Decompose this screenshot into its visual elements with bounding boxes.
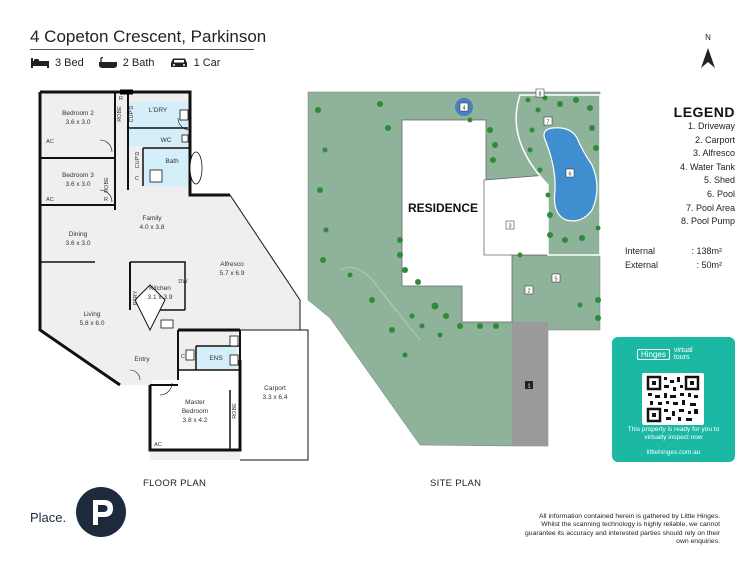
legend-item: 7. Pool Area bbox=[685, 202, 735, 213]
label-dishwasher: DW bbox=[178, 279, 188, 285]
disclaimer: All information contained herein is gath… bbox=[525, 513, 720, 546]
label-ac-1: AC bbox=[46, 139, 54, 145]
virtual-tour-brand-sub: virtual tours bbox=[674, 347, 693, 361]
label-ac-3: AC bbox=[154, 442, 162, 448]
marker-3: 3 bbox=[508, 224, 511, 230]
agency-logo-icon bbox=[76, 487, 126, 537]
room-alfresco-size: 5.7 x 6.9 bbox=[220, 270, 245, 277]
bed-icon bbox=[31, 58, 49, 68]
property-features: 3 Bed 2 Bath 1 Car bbox=[30, 57, 220, 69]
legend-item: 1. Driveway bbox=[687, 121, 735, 131]
room-dining-size: 3.6 x 3.0 bbox=[66, 240, 91, 247]
virtual-tour-brand-sub-2: tours bbox=[673, 354, 690, 361]
area-internal: Internal : 138m² bbox=[625, 244, 722, 258]
virtual-tour-card[interactable]: Hinges virtual tours bbox=[612, 337, 735, 462]
label-c-1: C bbox=[135, 176, 139, 182]
area-internal-label: Internal bbox=[625, 246, 656, 256]
label-robe-1: ROBE bbox=[117, 106, 123, 122]
label-cupd-1: CUP'D bbox=[129, 106, 135, 123]
marker-8: 8 bbox=[538, 92, 541, 98]
legend-item: 6. Pool bbox=[706, 188, 735, 199]
room-ens: ENS bbox=[209, 355, 223, 362]
room-master-line1: Master bbox=[185, 399, 206, 406]
feature-bath: 2 Bath bbox=[98, 57, 155, 69]
feature-bed: 3 Bed bbox=[30, 57, 84, 69]
room-dining-name: Dining bbox=[69, 231, 88, 238]
floor-plan bbox=[38, 89, 309, 461]
feature-bath-label: 2 Bath bbox=[122, 57, 155, 69]
feature-bed-label: 3 Bed bbox=[55, 57, 84, 69]
floor-plan-labels: Bedroom 2 3.6 x 3.0 Bedroom 3 3.6 x 3.0 … bbox=[46, 96, 288, 448]
label-cupd-2: CUP'D bbox=[135, 152, 141, 169]
room-bedroom-3-name: Bedroom 3 bbox=[62, 172, 94, 179]
room-master-size: 3.8 x 4.2 bbox=[183, 417, 208, 424]
room-bedroom-3-size: 3.6 x 3.0 bbox=[66, 181, 91, 188]
room-living-name: Living bbox=[84, 311, 101, 318]
room-wc: WC bbox=[161, 137, 172, 144]
site-residence-label: RESIDENCE bbox=[408, 201, 478, 215]
property-address: 4 Copeton Crescent, Parkinson bbox=[30, 27, 267, 46]
label-ac-2: AC bbox=[46, 197, 54, 203]
virtual-tour-brand-sub-1: virtual bbox=[673, 347, 693, 354]
label-r-1: R bbox=[119, 96, 123, 102]
label-pantry: PTRY bbox=[133, 290, 139, 305]
area-external-value: : 50m² bbox=[696, 260, 722, 270]
room-family-name: Family bbox=[142, 215, 162, 222]
room-kitchen-size: 3.1 x 3.9 bbox=[148, 294, 173, 301]
room-living-size: 5.8 x 6.0 bbox=[80, 320, 105, 327]
feature-car-label: 1 Car bbox=[193, 57, 221, 69]
car-icon bbox=[170, 58, 187, 67]
north-label: N bbox=[705, 33, 711, 42]
floor-plan-label: FLOOR PLAN bbox=[143, 478, 207, 489]
legend-item: 3. Alfresco bbox=[692, 148, 735, 159]
bath-icon bbox=[98, 57, 117, 68]
virtual-tour-brand-name: Hinges bbox=[637, 348, 670, 360]
marker-7: 7 bbox=[546, 120, 549, 126]
room-kitchen-name: Kitchen bbox=[149, 285, 171, 292]
room-carport-name: Carport bbox=[264, 385, 286, 392]
legend-item: 8. Pool Pump bbox=[680, 216, 735, 227]
room-family-size: 4.0 x 3.8 bbox=[140, 224, 165, 231]
marker-6: 6 bbox=[568, 172, 571, 178]
virtual-tour-text: This property is ready for you to virtua… bbox=[627, 426, 720, 441]
virtual-tour-brand: Hinges virtual tours bbox=[637, 347, 693, 361]
north-arrow-icon: N bbox=[701, 33, 715, 68]
area-external: External : 50m² bbox=[625, 258, 722, 272]
marker-1: 1 bbox=[527, 384, 530, 390]
legend-item: 5. Shed bbox=[703, 175, 735, 186]
room-bath: Bath bbox=[165, 158, 179, 165]
legend-item: 2. Carport bbox=[694, 134, 735, 145]
area-internal-value: : 138m² bbox=[691, 246, 722, 256]
room-bedroom-2-size: 3.6 x 3.0 bbox=[66, 119, 91, 126]
agency-name: Place. bbox=[30, 510, 67, 525]
legend: LEGEND 1. Driveway 2. Carport 3. Alfresc… bbox=[640, 104, 735, 229]
title-divider bbox=[30, 49, 254, 50]
feature-car: 1 Car bbox=[169, 57, 221, 69]
virtual-tour-link[interactable]: littlehinges.com.au bbox=[646, 449, 701, 456]
site-markers: 1 2 3 4 5 6 7 8 bbox=[459, 88, 575, 390]
room-master-line2: Bedroom bbox=[182, 408, 208, 415]
site-plan: 1 2 3 4 5 6 7 8 RESIDENCE N bbox=[307, 33, 715, 447]
room-entry: Entry bbox=[134, 356, 150, 363]
site-trees bbox=[315, 95, 601, 358]
room-carport-size: 3.3 x 6.4 bbox=[263, 394, 288, 401]
area-external-label: External bbox=[625, 260, 659, 270]
area-summary: Internal : 138m² External : 50m² bbox=[625, 244, 722, 272]
marker-4: 4 bbox=[462, 106, 465, 112]
qr-code-icon[interactable] bbox=[642, 373, 704, 425]
label-robe-3: ROBE bbox=[232, 403, 238, 419]
label-r-2: R bbox=[104, 197, 108, 203]
marker-5: 5 bbox=[554, 277, 557, 283]
legend-title: LEGEND bbox=[673, 104, 735, 120]
label-c-2: C bbox=[181, 354, 185, 360]
room-alfresco-name: Alfresco bbox=[220, 261, 244, 268]
room-bedroom-2-name: Bedroom 2 bbox=[62, 110, 94, 117]
legend-item: 4. Water Tank bbox=[679, 161, 735, 172]
label-robe-2: ROBE bbox=[104, 177, 110, 193]
site-plan-label: SITE PLAN bbox=[430, 478, 482, 489]
room-laundry: L'DRY bbox=[149, 107, 168, 114]
marker-2: 2 bbox=[527, 289, 530, 295]
